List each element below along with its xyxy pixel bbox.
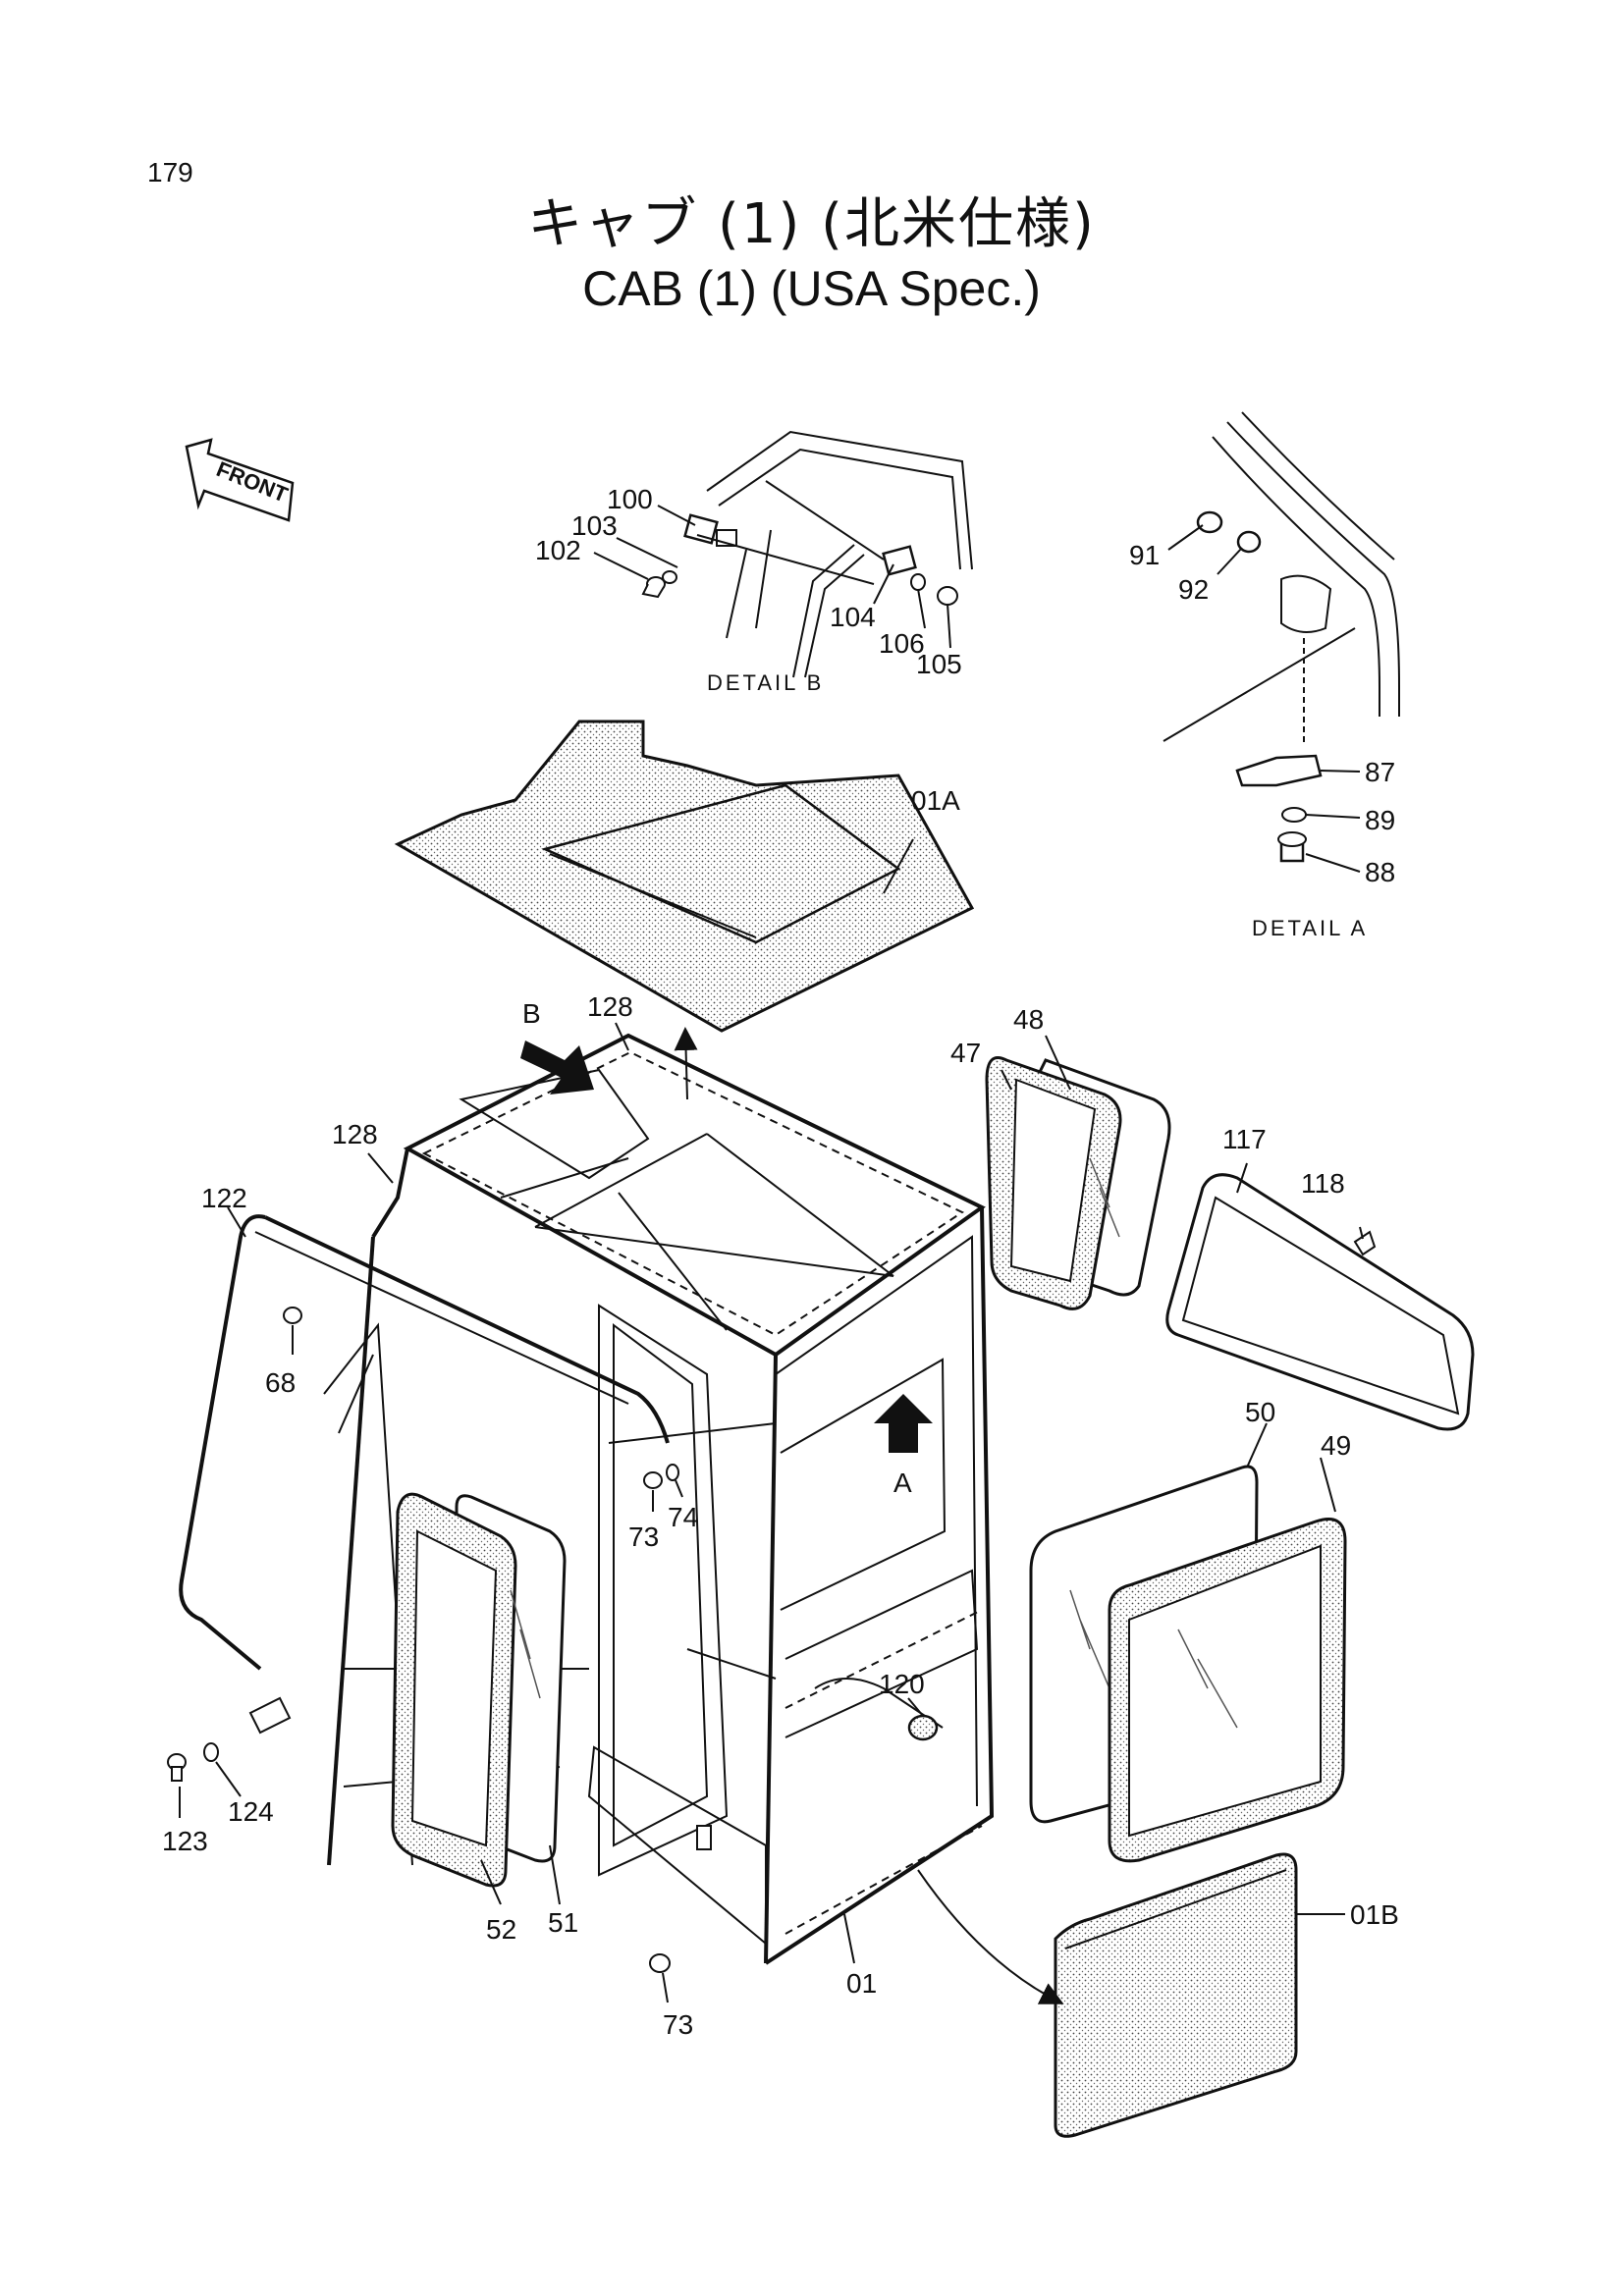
callout-74: 74 (668, 1502, 698, 1532)
callout-128-left: 128 (332, 1119, 378, 1149)
callout-49: 49 (1321, 1430, 1351, 1461)
callout-73-lower: 73 (663, 2009, 693, 2040)
fasteners (167, 1307, 679, 1973)
grab-rail-122 (179, 1214, 670, 1735)
page-number: 179 (147, 157, 193, 187)
part-callouts: 100 103 102 104 106 105 91 92 87 89 88 0… (162, 484, 1399, 2040)
callout-123: 123 (162, 1826, 208, 1856)
title-english: CAB (1) (USA Spec.) (582, 261, 1041, 316)
view-arrow-a-icon (874, 1394, 933, 1453)
callout-105: 105 (916, 649, 962, 679)
callout-118: 118 (1301, 1168, 1345, 1199)
leader-lines (179, 505, 1364, 2003)
callout-120: 120 (879, 1669, 925, 1699)
callout-104: 104 (830, 602, 876, 632)
callout-92: 92 (1178, 574, 1209, 605)
callout-01a: 01A (911, 785, 960, 816)
callout-102: 102 (535, 535, 581, 565)
callout-73-upper: 73 (628, 1522, 659, 1552)
callout-48: 48 (1013, 1004, 1044, 1035)
callout-106: 106 (879, 628, 925, 659)
callout-01b: 01B (1350, 1899, 1399, 1930)
side-glass-117 (1165, 1173, 1475, 1431)
callout-01: 01 (846, 1968, 877, 1999)
view-arrow-b-icon (520, 1041, 594, 1095)
detail-b-drawing (641, 430, 973, 678)
rear-window-49-50 (1029, 1465, 1347, 1863)
liner-move-arrow-icon (674, 1027, 698, 1100)
front-window-51-52 (391, 1492, 567, 1888)
view-label-a: A (893, 1468, 912, 1498)
view-label-b: B (522, 998, 541, 1029)
detail-a-label: DETAIL A (1252, 916, 1368, 940)
roof-liner-01a (394, 720, 975, 1033)
detail-b-label: DETAIL B (707, 670, 824, 695)
title-japanese: キャブ (1) (北米仕様) (527, 192, 1096, 256)
callout-91: 91 (1129, 540, 1160, 570)
callout-100: 100 (607, 484, 653, 514)
callout-51: 51 (548, 1907, 578, 1938)
callout-87: 87 (1365, 757, 1395, 787)
callout-68: 68 (265, 1367, 296, 1398)
callout-122: 122 (201, 1183, 247, 1213)
callout-52: 52 (486, 1914, 516, 1945)
callout-50: 50 (1245, 1397, 1275, 1427)
callout-124: 124 (228, 1796, 274, 1827)
title-block: キャブ (1) (北米仕様) CAB (1) (USA Spec.) (0, 191, 1623, 319)
mat-move-arrow-icon (917, 1869, 1064, 2004)
callout-47: 47 (950, 1038, 981, 1068)
callout-117: 117 (1222, 1124, 1267, 1154)
detail-a-drawing (1163, 411, 1400, 863)
callout-88: 88 (1365, 857, 1395, 887)
callout-128-top: 128 (587, 991, 633, 1022)
front-arrow-icon: FRONT (185, 438, 295, 522)
callout-103: 103 (571, 510, 618, 541)
side-window-47-48 (985, 1056, 1171, 1310)
floor-mat-01b (1054, 1852, 1298, 2138)
callout-89: 89 (1365, 805, 1395, 835)
